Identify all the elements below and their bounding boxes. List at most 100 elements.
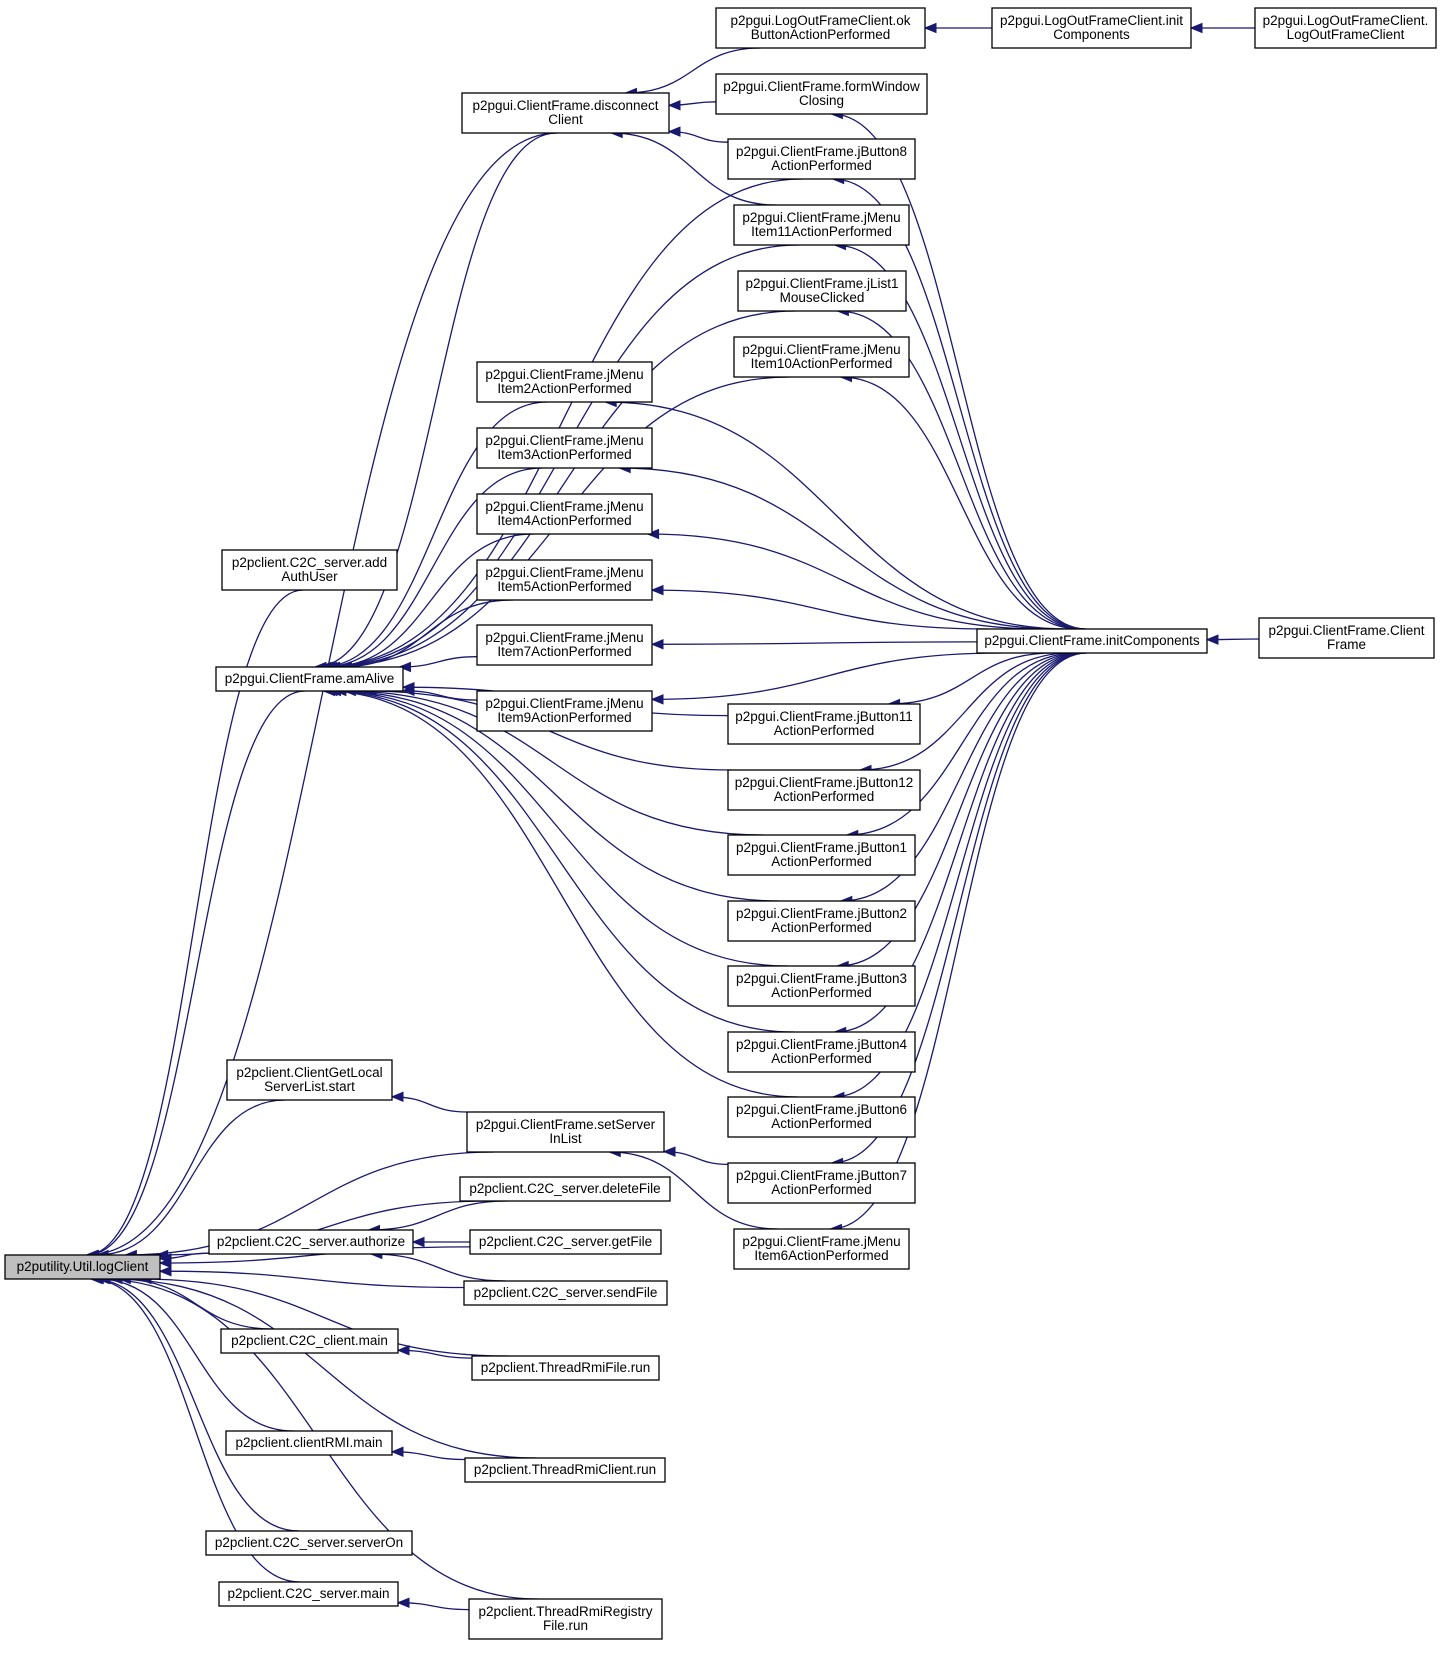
node-label: ButtonActionPerformed <box>751 27 891 42</box>
node-box <box>727 769 921 811</box>
node-box <box>459 1176 671 1202</box>
node-jb12[interactable]: p2pgui.ClientFrame.jButton12ActionPerfor… <box>727 769 921 811</box>
node-label: LogOutFrameClient <box>1287 27 1405 42</box>
node-label: p2pgui.ClientFrame.jButton2 <box>736 906 907 921</box>
node-label: ActionPerformed <box>771 985 872 1000</box>
node-jb1[interactable]: p2pgui.ClientFrame.jButton1ActionPerform… <box>727 834 916 876</box>
node-label: p2pgui.ClientFrame.jButton8 <box>736 144 907 159</box>
node-clientRMIMain[interactable]: p2pclient.clientRMI.main <box>225 1430 393 1456</box>
edge-logInit-to-okBtn <box>923 22 992 34</box>
nodes-layer: p2putility.Util.logClient p2pclient.C2C_s… <box>4 7 1437 1640</box>
edge-jb8-to-disconnect <box>667 126 729 143</box>
node-rmiFile[interactable]: p2pclient.ThreadRmiFile.run <box>471 1355 660 1381</box>
arrowhead <box>390 1091 404 1103</box>
node-logClient[interactable]: p2putility.Util.logClient <box>4 1254 161 1280</box>
node-label: ActionPerformed <box>771 158 872 173</box>
node-label: p2pgui.ClientFrame.jMenu <box>485 499 643 514</box>
node-box <box>727 900 916 942</box>
node-jb6[interactable]: p2pgui.ClientFrame.jButton6ActionPerform… <box>727 1096 916 1138</box>
edge-jb7-to-setServer <box>662 1146 729 1166</box>
node-jb4[interactable]: p2pgui.ClientFrame.jButton4ActionPerform… <box>727 1031 916 1073</box>
node-label: p2pclient.ClientGetLocal <box>236 1065 382 1080</box>
node-box <box>461 92 670 134</box>
node-jm7[interactable]: p2pgui.ClientFrame.jMenuItem7ActionPerfo… <box>476 624 653 666</box>
node-jb8[interactable]: p2pgui.ClientFrame.jButton8ActionPerform… <box>727 138 916 180</box>
node-box <box>476 493 653 535</box>
node-jb3[interactable]: p2pgui.ClientFrame.jButton3ActionPerform… <box>727 965 916 1007</box>
edge-c2cClientMain-to-logClient <box>117 1273 273 1330</box>
node-box <box>733 204 910 246</box>
node-label: p2putility.Util.logClient <box>17 1259 149 1274</box>
node-label: p2pgui.ClientFrame.jMenu <box>742 1234 900 1249</box>
arrowhead <box>398 661 411 673</box>
node-jm5[interactable]: p2pgui.ClientFrame.jMenuItem5ActionPerfo… <box>476 559 653 601</box>
node-label: p2pgui.ClientFrame.jButton7 <box>736 1168 907 1183</box>
node-jm9[interactable]: p2pgui.ClientFrame.jMenuItem9ActionPerfo… <box>476 690 653 732</box>
node-label: p2pclient.C2C_server.main <box>227 1586 389 1601</box>
node-label: p2pclient.clientRMI.main <box>235 1435 382 1450</box>
edge-logCtor-to-logInit <box>1189 22 1255 34</box>
node-c2cServerMain[interactable]: p2pclient.C2C_server.main <box>218 1581 399 1607</box>
node-jm6[interactable]: p2pgui.ClientFrame.jMenuItem6ActionPerfo… <box>733 1228 910 1270</box>
node-box <box>727 1031 916 1073</box>
node-box <box>476 624 653 666</box>
node-authorize[interactable]: p2pclient.C2C_server.authorize <box>208 1229 414 1255</box>
node-box <box>215 666 404 692</box>
node-label: ActionPerformed <box>774 789 875 804</box>
edge-rmiFile-to-c2cClientMain <box>396 1345 473 1359</box>
arrowhead <box>667 126 681 137</box>
node-label: p2pgui.ClientFrame.jButton4 <box>736 1037 908 1052</box>
node-logInit[interactable]: p2pgui.LogOutFrameClient.initComponents <box>991 7 1192 49</box>
node-jm3[interactable]: p2pgui.ClientFrame.jMenuItem3ActionPerfo… <box>476 427 653 469</box>
node-label: p2pclient.C2C_server.sendFile <box>474 1285 658 1300</box>
node-label: p2pclient.C2C_server.authorize <box>217 1234 405 1249</box>
edge-cfCtor-to-initComp <box>1205 634 1260 645</box>
node-label: p2pgui.ClientFrame.jMenu <box>485 696 643 711</box>
node-box <box>466 1111 665 1153</box>
node-label: p2pclient.ThreadRmiClient.run <box>474 1462 656 1477</box>
node-jm10[interactable]: p2pgui.ClientFrame.jMenuItem10ActionPerf… <box>733 336 910 378</box>
node-box <box>976 628 1208 654</box>
node-logCtor[interactable]: p2pgui.LogOutFrameClient.LogOutFrameClie… <box>1254 7 1437 49</box>
arrowhead <box>1205 634 1219 645</box>
node-c2cClientMain[interactable]: p2pclient.C2C_client.main <box>220 1328 399 1354</box>
node-cfCtor[interactable]: p2pgui.ClientFrame.ClientFrame <box>1258 617 1435 659</box>
node-label: p2pgui.ClientFrame.jButton3 <box>736 971 907 986</box>
node-amAlive[interactable]: p2pgui.ClientFrame.amAlive <box>215 666 404 692</box>
node-box <box>469 1229 662 1255</box>
arrowhead <box>650 694 664 705</box>
arrowhead <box>396 1597 410 1608</box>
node-initComp[interactable]: p2pgui.ClientFrame.initComponents <box>976 628 1208 654</box>
node-jm4[interactable]: p2pgui.ClientFrame.jMenuItem4ActionPerfo… <box>476 493 653 535</box>
node-label: Item4ActionPerformed <box>497 513 631 528</box>
node-serverOn[interactable]: p2pclient.C2C_server.serverOn <box>205 1530 413 1556</box>
node-jb11[interactable]: p2pgui.ClientFrame.jButton11ActionPerfor… <box>727 703 921 745</box>
edge-initComp-to-jm2 <box>603 396 1068 630</box>
node-label: p2pgui.ClientFrame.jMenu <box>485 565 643 580</box>
node-rmiClient[interactable]: p2pclient.ThreadRmiClient.run <box>464 1457 666 1483</box>
node-label: p2pgui.ClientFrame.jButton1 <box>736 840 907 855</box>
node-jm11[interactable]: p2pgui.ClientFrame.jMenuItem11ActionPerf… <box>733 204 910 246</box>
node-label: p2pgui.ClientFrame.disconnect <box>472 98 658 113</box>
node-label: MouseClicked <box>780 290 865 305</box>
arrowhead <box>411 1236 425 1248</box>
node-jb7[interactable]: p2pgui.ClientFrame.jButton7ActionPerform… <box>727 1162 916 1204</box>
node-deleteFile[interactable]: p2pclient.C2C_server.deleteFile <box>459 1176 671 1202</box>
node-box <box>476 361 653 403</box>
node-box <box>476 690 653 732</box>
node-box <box>468 1598 663 1640</box>
node-jb2[interactable]: p2pgui.ClientFrame.jButton2ActionPerform… <box>727 900 916 942</box>
node-okBtn[interactable]: p2pgui.LogOutFrameClient.okButtonActionP… <box>715 7 926 49</box>
node-getFile[interactable]: p2pclient.C2C_server.getFile <box>469 1229 662 1255</box>
node-sendFile[interactable]: p2pclient.C2C_server.sendFile <box>463 1280 668 1306</box>
node-box <box>727 138 916 180</box>
node-jm2[interactable]: p2pgui.ClientFrame.jMenuItem2ActionPerfo… <box>476 361 653 403</box>
